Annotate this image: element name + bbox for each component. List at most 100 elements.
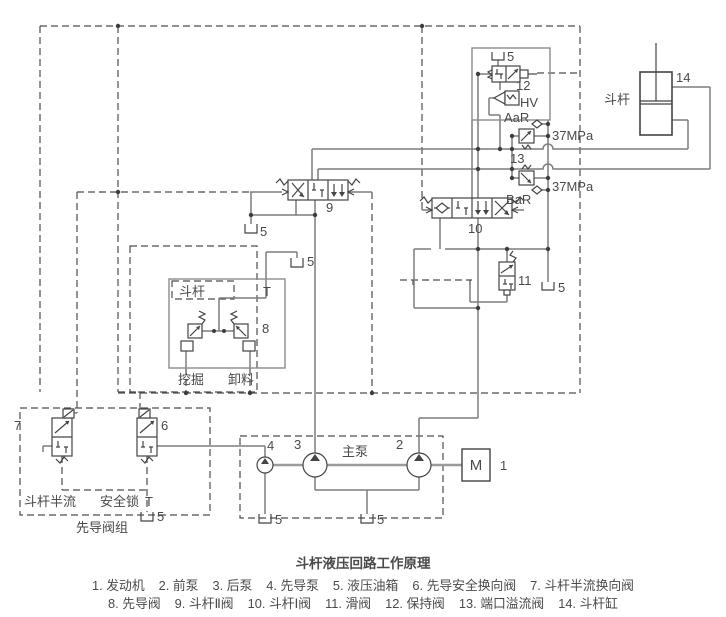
- safety-lock-label: 安全锁: [100, 494, 139, 509]
- pilot-arrow-right: [510, 206, 519, 214]
- dump-label: 卸料: [228, 372, 254, 387]
- valve12-number: 12: [516, 78, 530, 93]
- relief-bar: [518, 164, 543, 195]
- pilot-line-network: [19, 25, 581, 519]
- legend-line-2: 8. 先导阀 9. 斗杆Ⅱ阀 10. 斗杆Ⅰ阀 11. 滑阀 12. 保持阀 13. 端口…: [0, 595, 726, 613]
- relief-number: 13: [510, 151, 524, 166]
- engine-box: [461, 448, 491, 482]
- tank-label: 5: [507, 49, 514, 64]
- pilot-valve-group-boundary: [19, 407, 211, 516]
- legend-item-2: 2. 前泵: [158, 578, 199, 593]
- tank-label: 5: [377, 512, 384, 527]
- valve9-number: 9: [326, 200, 333, 215]
- tank-main-pump-drain: [360, 514, 374, 524]
- pilot-arrow-left: [425, 206, 434, 214]
- pump-group: [256, 448, 491, 482]
- valve8-t-port: T: [263, 284, 271, 299]
- valve7-number: 7: [14, 418, 21, 433]
- hv-check-valve: [492, 90, 520, 106]
- tank-valve9-drain: [244, 224, 258, 234]
- tank-relief-drain: [541, 282, 555, 291]
- pilot-valve-8: [168, 278, 286, 369]
- caption-block: 斗杆液压回路工作原理 1. 发动机 2. 前泵 3. 后泵 4. 先导泵 5. 液压油箱…: [0, 552, 726, 613]
- hv-tag: HV: [520, 95, 538, 110]
- holding-valve-12-assembly: [471, 47, 551, 121]
- arm-label-dashed-box: [171, 280, 235, 300]
- valve10-number: 10: [468, 221, 482, 236]
- diagram-labels: 5 5 5 5 5 5 5 9 10 11 12 HV AaR 37MPa 13…: [14, 49, 690, 535]
- spool-valve-11: [498, 250, 517, 296]
- junction-dots: [115, 23, 551, 396]
- valve8-arm-label: 斗杆: [179, 284, 205, 299]
- relief-b-pressure: 37MPa: [552, 179, 594, 194]
- engine-number: 1: [500, 458, 507, 473]
- tank-pilot-pump-drain: [258, 514, 272, 524]
- pilot-arrow-right: [346, 188, 355, 196]
- pilot-port: [519, 69, 529, 79]
- legend-item-14: 14. 斗杆缸: [558, 596, 618, 611]
- spring-top: [509, 250, 517, 263]
- half-flow-valve-7: [51, 408, 75, 464]
- tank-label: 5: [558, 280, 565, 295]
- valve6-number: 6: [161, 418, 168, 433]
- tank-label: 5: [260, 224, 267, 239]
- valve11-number: 11: [518, 273, 532, 288]
- spring-right: [347, 178, 361, 186]
- motor-label: M: [470, 457, 483, 474]
- tank-label: 5: [307, 254, 314, 269]
- arm1-valve-10: [419, 196, 525, 219]
- reducer-dig: [180, 310, 207, 352]
- spring-left: [275, 178, 289, 186]
- legend-item-4: 4. 先导泵: [266, 578, 319, 593]
- legend-item-6: 6. 先导安全换向阀: [412, 578, 517, 593]
- safety-valve-6: [136, 408, 158, 464]
- pump4-number: 4: [267, 438, 274, 453]
- diagram-title: 斗杆液压回路工作原理: [295, 556, 431, 571]
- legend-item-12: 12. 保持阀: [385, 596, 445, 611]
- relief-a-tag: AaR: [504, 110, 529, 125]
- legend-item-11: 11. 滑阀: [325, 596, 372, 611]
- tank-valve8-drain: [290, 258, 304, 268]
- cylinder-number: 14: [676, 70, 690, 85]
- reducer-dump: [229, 310, 256, 352]
- cylinder-name: 斗杆: [604, 92, 630, 107]
- port-relief-13: [518, 119, 543, 195]
- valve8-number: 8: [262, 321, 269, 336]
- tank-label: 5: [157, 509, 164, 524]
- safety-lock-port-t: T: [145, 494, 153, 509]
- legend-item-5: 5. 液压油箱: [332, 578, 399, 593]
- main-line-network: [42, 60, 711, 514]
- pilot-valve8-dashed-boundary: [129, 245, 258, 393]
- legend-item-10: 10. 斗杆Ⅰ阀: [247, 596, 312, 611]
- legend-item-1: 1. 发动机: [92, 578, 145, 593]
- dig-label: 挖掘: [178, 372, 204, 387]
- front-pump-2: [406, 452, 432, 478]
- tank-valve12-drain: [491, 52, 505, 61]
- spring-bottom: [55, 456, 69, 464]
- legend-item-8: 8. 先导阀: [108, 596, 161, 611]
- tank-label: 5: [275, 512, 282, 527]
- spring-bottom: [140, 456, 154, 464]
- legend-item-3: 3. 后泵: [212, 578, 253, 593]
- spring-right: [511, 196, 525, 204]
- arm-cylinder-14: [639, 43, 673, 136]
- legend-item-9: 9. 斗杆Ⅱ阀: [174, 596, 234, 611]
- arm2-valve-9: [275, 178, 361, 201]
- spring-left: [486, 69, 494, 80]
- relief-aar: [518, 119, 543, 150]
- legend-item-13: 13. 端口溢流阀: [458, 596, 545, 611]
- tank-pilot-group-drain: [140, 512, 154, 522]
- relief-b-tag: BaR: [506, 192, 531, 207]
- pilot-arrow-left: [281, 188, 290, 196]
- pilot-valve8-body: [168, 278, 286, 369]
- relief-a-pressure: 37MPa: [552, 128, 594, 143]
- main-pump-label: 主泵: [342, 444, 368, 459]
- holding-valve-boundary: [471, 47, 551, 121]
- pump3-number: 3: [294, 437, 301, 452]
- spring-left: [419, 196, 433, 204]
- pump-group-boundary: [239, 435, 444, 519]
- rear-pump-3: [302, 452, 328, 478]
- half-flow-label: 斗杆半流: [24, 494, 76, 509]
